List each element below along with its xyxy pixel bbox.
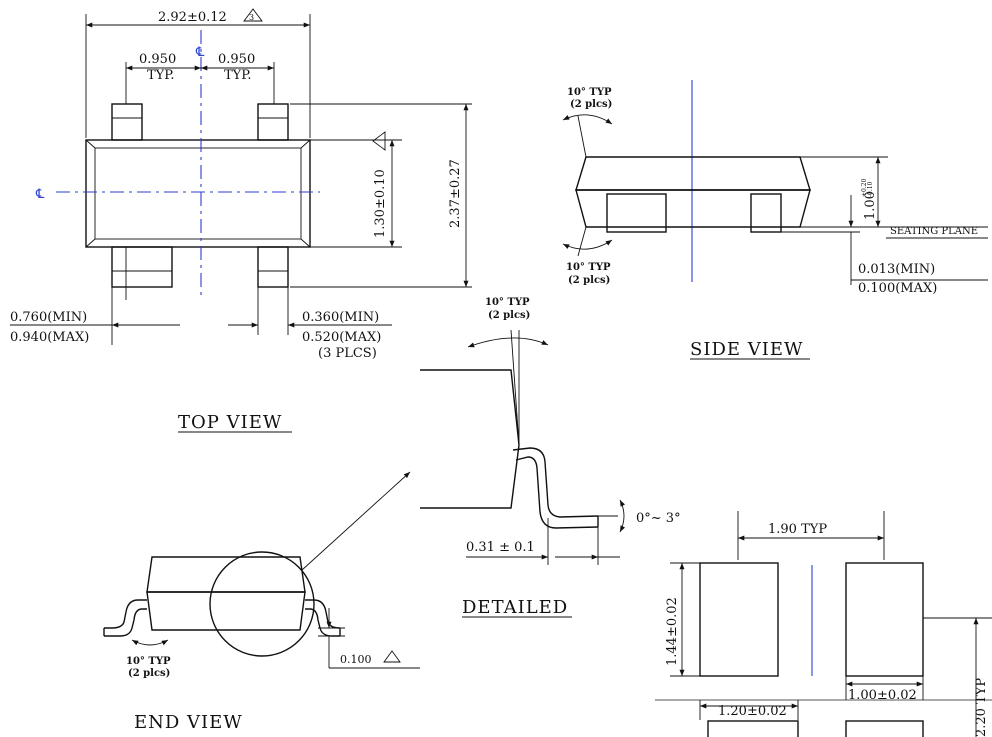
detailed-label: DETAILED <box>462 597 568 618</box>
detail-foot-length: 0.31 ± 0.1 <box>466 540 535 555</box>
top-body-outline <box>85 139 311 248</box>
centerline-symbol-vertical: ℄ <box>195 45 205 60</box>
end-view: 10° TYP (2 plcs) 0.100 END VIEW <box>103 471 420 733</box>
pad-bottom-left <box>707 720 799 737</box>
top-lead-top-left <box>111 103 143 141</box>
end-lead-left <box>104 599 147 629</box>
top-lead-top-right <box>257 103 289 141</box>
dim-lead-width-min: 0.360(MIN) <box>302 310 379 325</box>
top-lead-bottom-right <box>257 246 289 288</box>
side-standoff-max: 0.100(MAX) <box>858 281 937 296</box>
detail-lead-upper <box>512 447 599 518</box>
side-lead-right <box>750 193 782 233</box>
detail-lead-lower <box>515 456 599 529</box>
end-view-label: END VIEW <box>134 712 243 733</box>
pad-top-left <box>699 562 779 677</box>
dim-pitch-left: 0.950 <box>139 52 176 67</box>
top-view-label: TOP VIEW <box>178 412 282 433</box>
side-angle-bottom-plcs: (2 plcs) <box>568 275 610 286</box>
pad-top-right <box>845 562 924 677</box>
dim-lead-length-max: 0.940(MAX) <box>10 330 89 345</box>
side-view: 10° TYP (2 plcs) 10° TYP (2 plcs) 1.00 +… <box>562 80 988 360</box>
side-body-top <box>575 156 811 191</box>
side-lead-left <box>606 193 667 233</box>
detail-body-upper <box>420 369 520 446</box>
detailed-view: 10° TYP (2 plcs) 0°~ 3° 0.31 ± 0.1 DETAI… <box>420 297 681 618</box>
footprint-pad-height: 1.44±0.02 <box>665 597 680 666</box>
pad-bottom-right <box>845 720 924 737</box>
dim-pitch-right-typ: TYP. <box>224 68 252 83</box>
dim-pitch-right: 0.950 <box>218 52 255 67</box>
side-angle-bottom: 10° TYP <box>566 262 611 273</box>
side-height-tol-minus: -0.10 <box>867 181 874 197</box>
side-view-label: SIDE VIEW <box>690 339 803 360</box>
end-lead-thickness: 0.100 <box>340 653 372 666</box>
dim-lead-width-plcs: (3 PLCS) <box>318 346 377 361</box>
svg-text:3: 3 <box>249 13 254 22</box>
top-body-inner <box>94 147 302 240</box>
seating-plane-label: SEATING PLANE <box>890 226 978 237</box>
datum-triangle-icon-3 <box>383 650 401 663</box>
detail-callout-arrow <box>301 471 411 571</box>
side-height-tol-plus: +0.20 <box>861 178 868 197</box>
detail-angle-plcs: (2 plcs) <box>488 310 530 321</box>
footprint-pad-width-left: 1.20±0.02 <box>718 704 787 719</box>
top-lead-bottom-left <box>111 246 173 300</box>
dim-body-height: 1.30±0.10 <box>373 169 388 238</box>
detail-foot-angle: 0°~ 3° <box>636 511 681 526</box>
side-angle-top: 10° TYP <box>567 87 612 98</box>
detail-circle <box>209 551 315 657</box>
footprint-pad-width-right: 1.00±0.02 <box>848 688 917 703</box>
dim-overall-width: 2.92±0.12 <box>158 10 227 25</box>
dim-pitch-left-typ: TYP. <box>147 68 175 83</box>
side-angle-top-plcs: (2 plcs) <box>570 99 612 110</box>
footprint-view: 1.90 TYP 1.44±0.02 1.00±0.02 1.20±0.02 2… <box>655 511 992 737</box>
footprint-pitch: 1.90 TYP <box>768 522 827 537</box>
dim-overall-height: 2.37±0.27 <box>448 159 463 228</box>
end-lead-right <box>305 599 341 629</box>
end-angle-plcs: (2 plcs) <box>128 668 170 679</box>
detail-angle: 10° TYP <box>485 297 530 308</box>
dim-lead-length-min: 0.760(MIN) <box>10 310 87 325</box>
side-standoff-min: 0.013(MIN) <box>858 262 935 277</box>
side-height: 1.00 <box>863 191 878 220</box>
end-body-bottom <box>146 591 306 631</box>
top-view: ℄ ℄ 2.92±0.12 3 0.950 TYP. 0.950 TYP. 1.… <box>10 8 472 433</box>
dim-lead-width-max: 0.520(MAX) <box>302 330 381 345</box>
footprint-span: 2.20 TYP <box>974 678 989 737</box>
end-body-top <box>146 556 306 593</box>
centerline-symbol-horizontal: ℄ <box>35 187 45 202</box>
datum-triangle-icon-2 <box>372 131 386 151</box>
detail-body-lower <box>420 444 520 509</box>
side-body-bottom <box>575 189 811 228</box>
datum-triangle-icon: 3 <box>243 8 263 22</box>
end-angle: 10° TYP <box>126 656 171 667</box>
